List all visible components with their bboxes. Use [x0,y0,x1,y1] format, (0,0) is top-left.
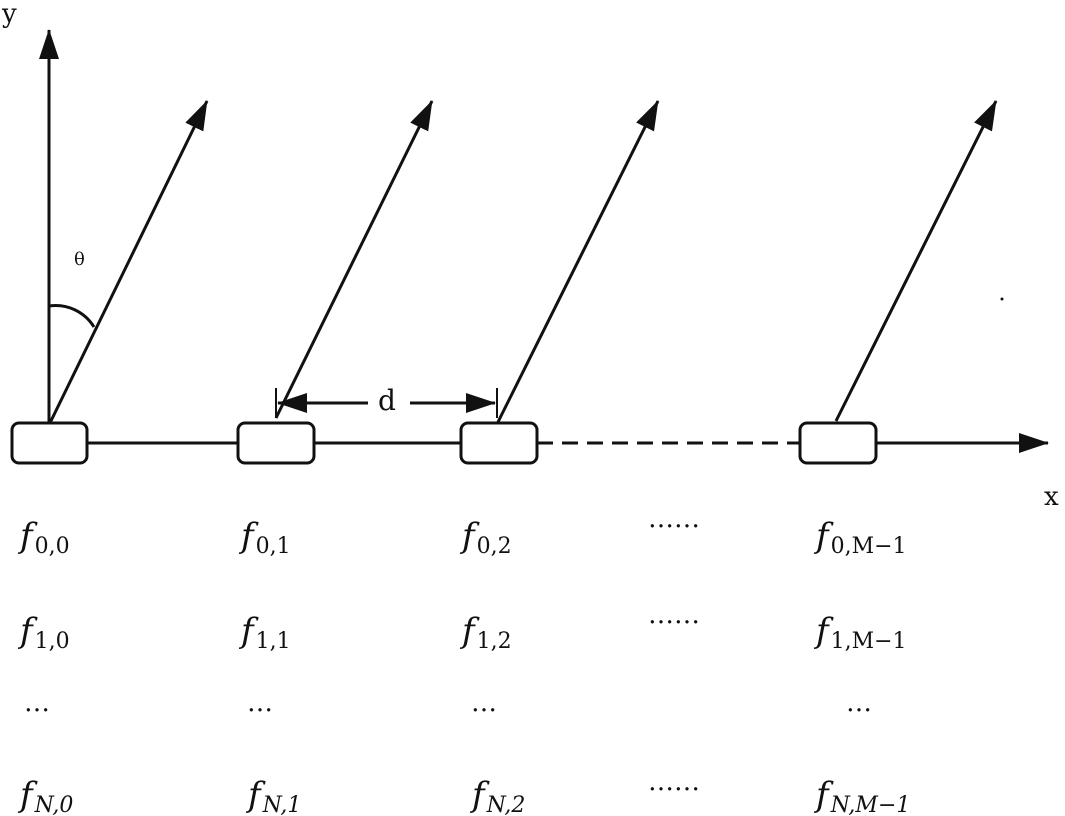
theta-arc [48,304,96,328]
spacing-label: d [378,384,396,417]
array-element-0 [10,421,89,465]
theta-label: θ [74,249,85,270]
freq-n-0: fN,0 [17,775,73,816]
freq-0-ellipsis: …… [648,504,700,534]
freq-1-1: f1,1 [238,611,291,654]
freq-0-m-1: f0,M−1 [813,516,907,559]
x-axis-label: x [1044,482,1059,512]
ray-element-0 [47,100,209,426]
freq-0-0: f0,0 [17,516,70,559]
array-element-1 [236,421,316,465]
array-element-m-1 [798,421,878,465]
ray-element-1 [274,100,434,419]
array-element-2 [459,421,539,465]
freq-1-m-1: f1,M−1 [813,611,907,654]
ellipsis-col-m-1: … [846,688,872,718]
freq-0-1: f0,1 [238,516,291,559]
frequency-grid: f0,0 f0,1 f0,2 …… f0,M−1 f1,0 f1,1 f1,2 … [17,504,910,816]
freq-1-2: f1,2 [459,611,512,654]
freq-0-2: f0,2 [459,516,512,559]
ray-element-m-1 [834,100,998,422]
y-axis-label: y [1,0,17,29]
freq-n-2: fN,2 [469,775,525,816]
freq-n-1: fN,1 [245,775,301,816]
ellipsis-col-2: … [471,688,497,718]
stray-dot [1000,297,1004,301]
freq-n-m-1: fN,M−1 [813,775,910,816]
freq-1-0: f1,0 [17,611,70,654]
ellipsis-col-1: … [247,688,273,718]
ellipsis-col-0: … [24,688,50,718]
ray-element-2 [496,100,660,423]
freq-1-ellipsis: …… [648,600,700,630]
freq-n-ellipsis: …… [648,767,700,797]
